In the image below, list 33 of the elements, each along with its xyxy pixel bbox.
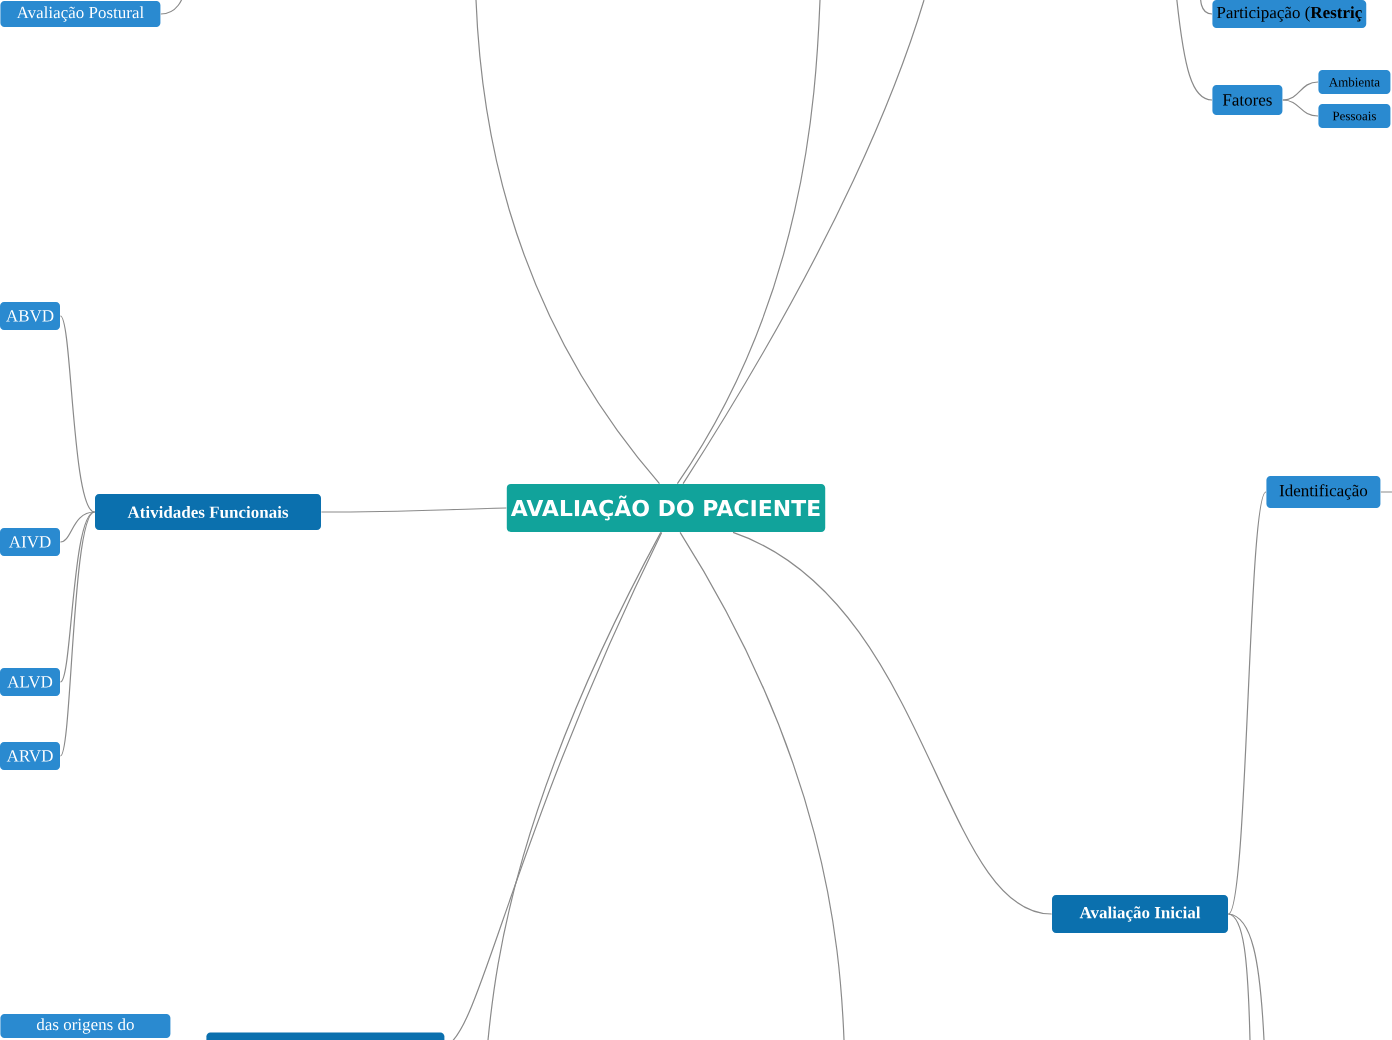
connector-line	[1199, 0, 1213, 15]
connector-line	[679, 531, 845, 1040]
subtopic-box: das origens do	[0, 1014, 171, 1038]
subtopic-box: AIVD	[0, 528, 60, 556]
connector-line	[160, 0, 185, 15]
topic-box: Atividades Funcionais	[95, 494, 321, 530]
subtopic-box: ALVD	[0, 668, 60, 696]
connector-line	[676, 0, 821, 485]
topic-box: Avaliação Inicial	[1052, 895, 1228, 933]
connector-line	[59, 315, 96, 513]
connector-line	[1227, 913, 1251, 1040]
subtopic-box: ARVD	[0, 742, 60, 770]
subtopic-box: Avaliação Postural	[0, 1, 161, 27]
connector-line	[59, 511, 96, 683]
connector-line	[59, 511, 96, 757]
connector-line	[487, 531, 662, 1040]
subtopic-box: Participação (Restriç	[1212, 0, 1367, 28]
central-topic-box: AVALIAÇÃO DO PACIENTE	[506, 484, 826, 532]
subtopic-box: Identificação	[1266, 476, 1381, 508]
connector-line	[1380, 491, 1392, 493]
connector-line	[1175, 0, 1213, 101]
connector-line	[1227, 913, 1265, 1040]
connector-line	[682, 0, 925, 485]
connector-line	[1282, 81, 1319, 101]
connector-line	[475, 0, 661, 485]
connector-line	[1282, 99, 1319, 117]
connector-line	[732, 531, 1053, 915]
connector-line	[59, 511, 96, 543]
topic-box	[206, 1032, 445, 1040]
connector-line	[320, 507, 507, 513]
subtopic-box: Fatores	[1212, 85, 1283, 115]
subtopic-box: ABVD	[0, 302, 60, 330]
connector-line	[1227, 491, 1267, 915]
